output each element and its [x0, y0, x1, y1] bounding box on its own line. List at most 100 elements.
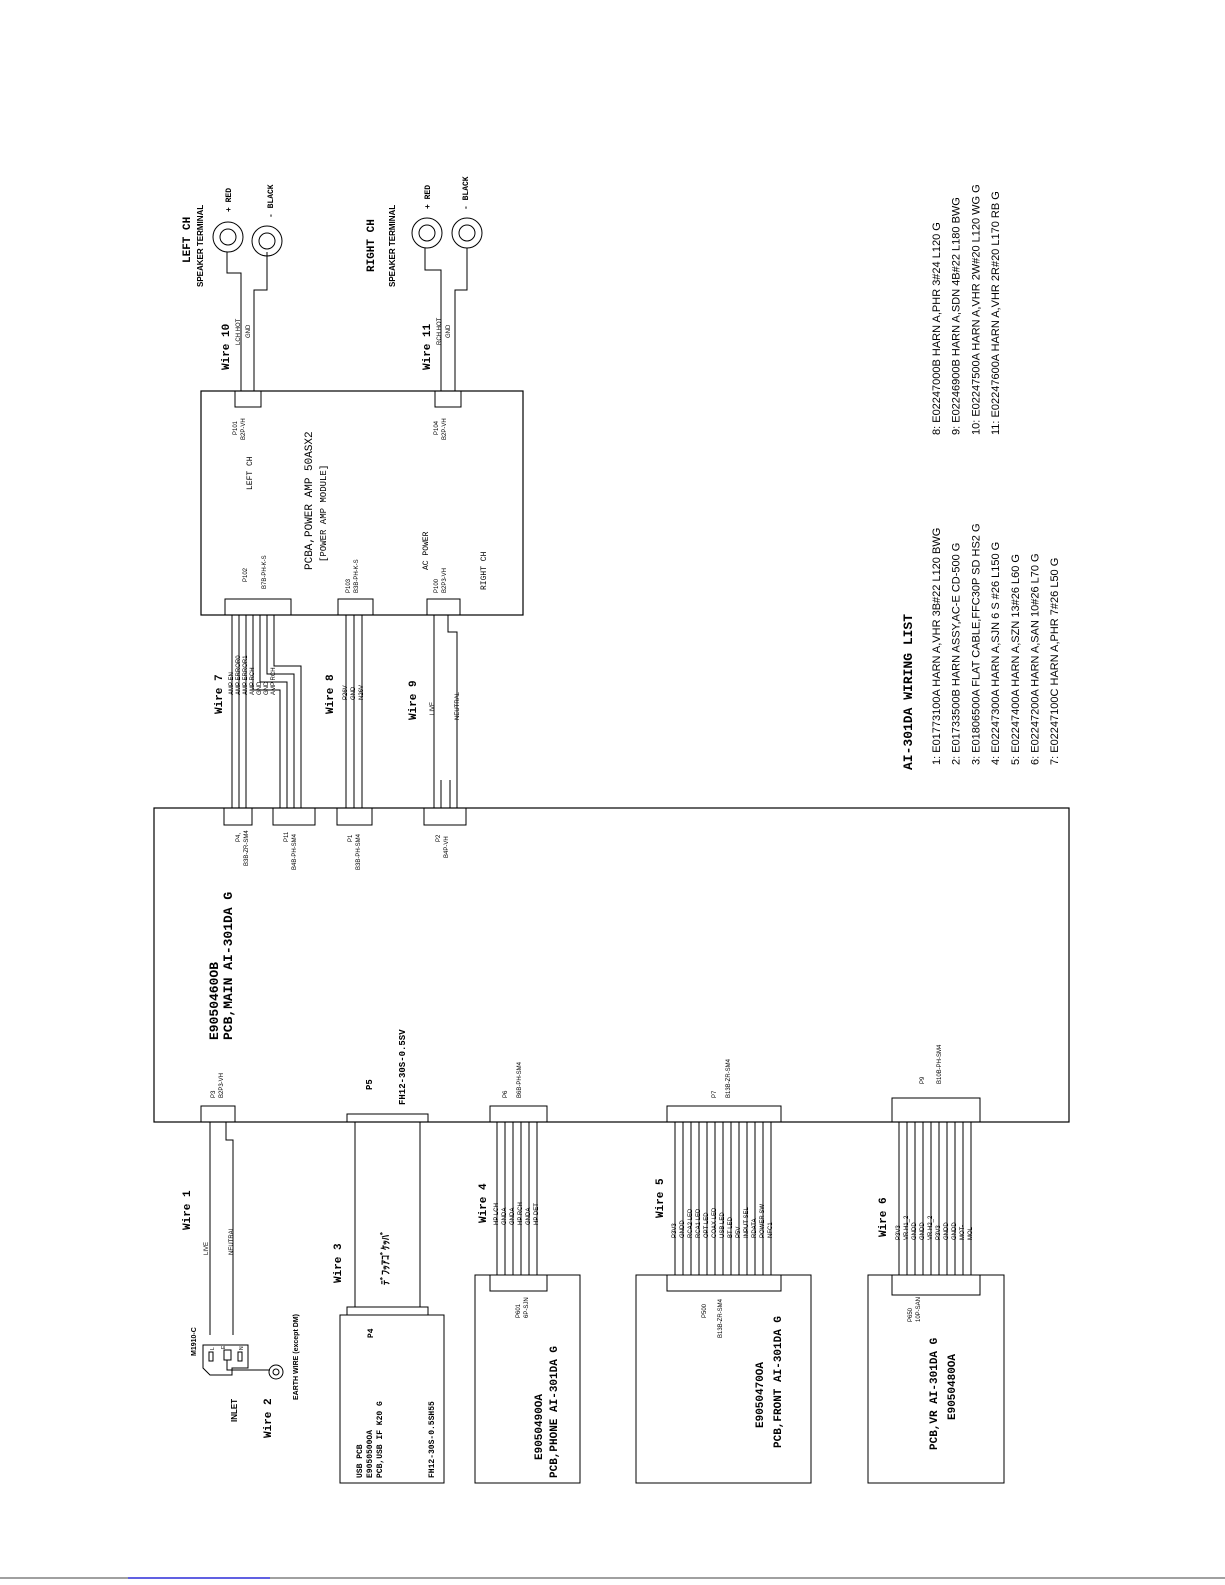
wiring-list-item: 1: E01773100A HARN A,VHR 3B#22 L120 BWG: [931, 528, 943, 765]
wire-signal-label: GNDD: [680, 1220, 686, 1238]
p103-name: P103: [346, 578, 352, 593]
p4-main-type: B3B-ZR-SM4: [244, 830, 250, 866]
p7-type: B13B-ZR-SM4: [726, 1058, 732, 1098]
connector-p4-main: [223, 807, 253, 826]
right-plus-label: + RED: [424, 185, 433, 209]
wire-11-signal-1: RCH HOT: [437, 317, 443, 345]
p6-type: B6B-PH-SM4: [517, 1061, 523, 1098]
connector-p5: [346, 1113, 429, 1123]
p100-name: P100: [434, 578, 440, 593]
p1-name: P1: [348, 834, 354, 842]
amp-left-ch: LEFT CH: [246, 456, 255, 490]
usb-pcb-connector: P4: [367, 1328, 376, 1338]
wire-signal-label: AMP ERROR0: [236, 655, 242, 695]
wire-signal-label: N26V: [359, 685, 365, 700]
earth-wire-label: EARTH WIRE (except DM): [293, 1314, 300, 1400]
wire-signal-label: GNDA: [502, 1208, 508, 1225]
wire-signal-label: GNDD: [920, 1222, 926, 1240]
p101-type: B2P-VH: [241, 418, 247, 440]
wire-signal-label: GNDA: [526, 1208, 532, 1225]
connector-p101: [234, 390, 262, 408]
amp-right-ch: RIGHT CH: [480, 551, 489, 590]
wire-6-bundle: [898, 1122, 972, 1275]
wire-7-label: Wire 7: [214, 674, 226, 714]
connector-p4-usb: [346, 1306, 429, 1316]
amp-ac-power: AC POWER: [422, 531, 431, 570]
wire-10-signal-2: GND: [246, 324, 252, 338]
wiring-list-item: 9: E02246900B HARN A,SDN 4B#22 L180 BWG: [951, 197, 963, 435]
left-minus-label: - BLACK: [267, 184, 276, 218]
inlet-pin-e: [223, 1349, 232, 1361]
main-pcb-part: E9050460OB: [207, 962, 222, 1040]
wire-11-bundle: [424, 248, 468, 391]
wire-signal-label: P26V: [343, 685, 349, 700]
front-pcb-connector: P500: [702, 1303, 708, 1318]
main-pcb-board: [153, 807, 1070, 1123]
wire-10-signal-1: LCH HOT: [236, 318, 242, 345]
inlet-e: E: [221, 1345, 227, 1349]
wire-8-label: Wire 8: [325, 674, 337, 714]
wire-signal-label: USB LED: [720, 1212, 726, 1238]
wire-signal-label: POWER SW: [760, 1204, 766, 1238]
wire-signal-label: P5V: [736, 1227, 742, 1238]
wire-4-bundle: [496, 1122, 538, 1275]
left-minus-terminal-outer: [251, 225, 283, 257]
wiring-list-item: 4: E02247300A HARN A,SJN 6 S #26 L150 G: [990, 542, 1002, 765]
wire-5-label: Wire 5: [655, 1178, 667, 1218]
wire-signal-label: MOT-: [960, 1225, 966, 1240]
wiring-list-item: 10: E02247500A HARN A,VHR 2W#20 L120 WG …: [970, 184, 982, 435]
usb-pcb-line1: USB PCB: [356, 1444, 365, 1478]
wire-9-signal-2: NEUTRAL: [455, 691, 461, 720]
wire-signal-label: GNDD: [944, 1222, 950, 1240]
left-plus-terminal-outer: [212, 221, 244, 253]
wire-signal-label: GNDA: [510, 1208, 516, 1225]
inlet-body: [202, 1344, 249, 1376]
wire-11-label: Wire 11: [422, 323, 434, 370]
p9-name: P9: [920, 1076, 926, 1084]
p101-name: P101: [233, 420, 239, 435]
right-plus-terminal-inner: [418, 224, 436, 242]
wire-signal-label: VR H1_2: [904, 1215, 910, 1240]
wire-signal-label: AMP RCH: [250, 667, 256, 695]
wiring-list-item: 7: E02247100C HARN A,PHR 7#26 L50 G: [1049, 558, 1061, 765]
p104-name: P104: [434, 420, 440, 435]
wire-signal-label: OPT LED: [704, 1212, 710, 1238]
inlet-label: INLET: [230, 1399, 239, 1422]
phone-pcb-connector: P601: [516, 1303, 522, 1318]
connector-p100: [426, 598, 461, 616]
wire-signal-label: GNDD: [952, 1222, 958, 1240]
p103-type: B3B-PH-K-S: [354, 559, 360, 593]
wire-signal-label: GND: [257, 681, 263, 695]
phone-pcb-name: PCB,PHONE AI-301DA G: [549, 1346, 561, 1478]
left-ch-title: LEFT CH: [182, 217, 194, 263]
inlet-model: M1910-C: [191, 1327, 198, 1356]
p2-name: P2: [436, 834, 442, 842]
inlet-pin-l: [208, 1351, 214, 1362]
wire-signal-label: GNDD: [912, 1222, 918, 1240]
wire-9-label: Wire 9: [408, 680, 420, 720]
p7-name: P7: [712, 1090, 718, 1098]
wire-signal-label: NFC1: [768, 1222, 774, 1238]
p6-name: P6: [503, 1090, 509, 1098]
wire-signal-label: GND: [264, 681, 270, 695]
wire-9-signal-1: LIVE: [430, 702, 436, 715]
connector-p102: [224, 598, 292, 616]
connector-p2: [423, 807, 467, 826]
wire-signal-label: HP RCH: [518, 1202, 524, 1225]
p9-type: B10B-PH-SM4: [937, 1044, 943, 1084]
wire-11-signal-2: GND: [446, 324, 452, 338]
wire-1-signal-1: LIVE: [204, 1242, 210, 1255]
left-ch-sub: SPEAKER TERMINAL: [196, 205, 205, 287]
left-plus-label: + RED: [225, 188, 234, 212]
connector-p3: [200, 1105, 236, 1123]
vr-pcb-connector: P650: [908, 1307, 914, 1322]
connector-p6: [489, 1105, 548, 1123]
wire-1-label: Wire 1: [182, 1190, 194, 1230]
